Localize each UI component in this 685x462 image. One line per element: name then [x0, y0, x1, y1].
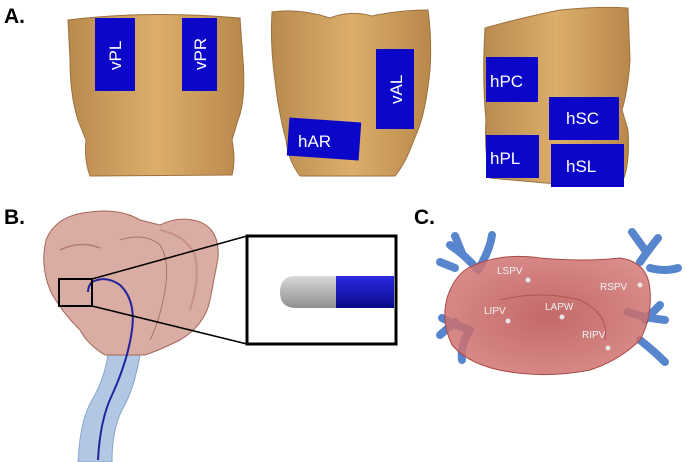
pad-har — [286, 117, 362, 161]
heart-body — [43, 210, 219, 356]
pad-hsl — [551, 144, 624, 187]
marker-lapw — [559, 314, 565, 320]
site-lipv-label: LIPV — [484, 306, 506, 317]
pad-val-label: vAL — [387, 75, 406, 104]
pad-hsl-label: hSL — [566, 157, 596, 176]
pad-hpc — [486, 57, 538, 102]
pad-val — [376, 49, 414, 129]
atrium-body — [444, 255, 651, 376]
marker-rspv — [637, 282, 643, 288]
panel-b-label: B. — [4, 206, 25, 229]
pad-vpl — [95, 18, 135, 91]
marker-ripv — [605, 345, 611, 351]
site-markers — [505, 277, 643, 351]
torso-anterior: hAR vAL — [270, 9, 432, 177]
pad-hpl — [486, 135, 539, 178]
left-atrium: LSPV RSPV LIPV LAPW RIPV — [436, 228, 682, 376]
site-lspv-label: LSPV — [497, 266, 523, 277]
site-rspv-label: RSPV — [600, 282, 628, 293]
panel-a-label: A. — [4, 5, 25, 28]
catheter-tip — [280, 276, 394, 308]
pad-vpl-label: vPL — [106, 41, 125, 70]
pad-hsc-label: hSC — [566, 109, 599, 128]
marker-lspv — [525, 277, 531, 283]
torso-posterior: vPL vPR — [67, 13, 245, 177]
pad-vpr-label: vPR — [191, 38, 210, 70]
heart-model — [43, 210, 398, 462]
marker-lipv — [505, 318, 511, 324]
pad-hpl-label: hPL — [490, 149, 520, 168]
site-lapw-label: LAPW — [545, 302, 574, 313]
zoom-source-box — [58, 278, 93, 307]
pad-har-label: hAR — [298, 132, 331, 151]
pad-hsc — [549, 97, 619, 140]
pad-vpr — [182, 18, 217, 91]
vena-cava — [77, 354, 141, 462]
panel-c-label: C. — [414, 206, 435, 229]
torso-lateral: hPC hSC hPL hSL — [483, 6, 631, 187]
site-ripv-label: RIPV — [582, 330, 606, 341]
pad-hpc-label: hPC — [490, 72, 523, 91]
